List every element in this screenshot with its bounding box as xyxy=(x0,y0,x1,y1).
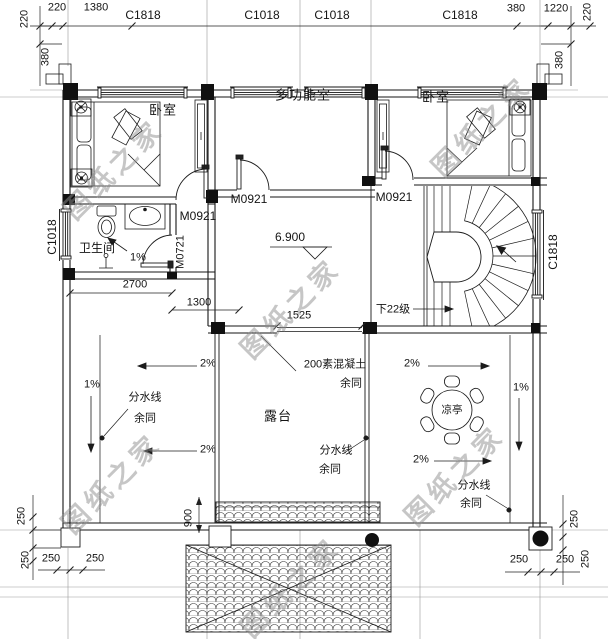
level-label-6900: 6.900 xyxy=(274,230,306,244)
slope-1pct-bathroom: 1% xyxy=(130,251,146,264)
room-label-pavilion: 凉亭 xyxy=(441,403,463,416)
slope-2pct-right-top: 2% xyxy=(404,357,420,370)
slope-1pct-left: 1% xyxy=(84,378,100,391)
dim-250-bl-h1: 250 xyxy=(41,552,61,565)
slope-2pct-right-bottom: 2% xyxy=(413,453,429,466)
dim-380-right-v: 380 xyxy=(553,50,566,70)
dim-220-top-left: 220 xyxy=(47,1,67,14)
dimension-lines xyxy=(29,6,596,585)
toilet-icon xyxy=(96,205,117,238)
dim-380-top-right: 380 xyxy=(506,2,526,15)
room-label-bedroom-right: 卧室 xyxy=(421,89,451,105)
leader-lines xyxy=(99,335,512,513)
floor-drain-icon xyxy=(99,253,113,269)
room-label-terrace: 露台 xyxy=(263,408,293,424)
room-label-bathroom: 卫生间 xyxy=(78,241,116,255)
bed-right xyxy=(376,98,532,177)
note-waterline-mid: 分水线 xyxy=(319,444,353,457)
bathroom-fixtures xyxy=(96,203,166,269)
door-bedroom-left xyxy=(175,164,210,201)
window-label-c1018-left: C1018 xyxy=(45,219,59,255)
note-ditto-mid: 余同 xyxy=(319,463,341,476)
slope-2pct-left-bottom: 2% xyxy=(200,443,216,456)
window-label-c1818-a: C1818 xyxy=(125,8,161,22)
note-waterline-right: 分水线 xyxy=(457,479,491,492)
door-label-m0721: M0721 xyxy=(174,235,187,269)
window-label-c1018-b: C1018 xyxy=(314,8,350,22)
note-stair-down22: 下22级 xyxy=(375,303,411,316)
dim-250-bl-v1: 250 xyxy=(15,506,28,526)
dim-250-bl-h2: 250 xyxy=(85,552,105,565)
slope-1pct-right: 1% xyxy=(513,381,529,394)
dim-2700: 2700 xyxy=(122,278,148,291)
dim-900: 900 xyxy=(182,508,195,528)
corner-stubs xyxy=(45,63,563,85)
door-label-m0921-3: M0921 xyxy=(375,190,413,204)
door-label-m0921-1: M0921 xyxy=(179,209,217,223)
door-label-m0921-2: M0921 xyxy=(230,192,268,206)
doors xyxy=(140,145,414,269)
note-concrete-ditto: 余同 xyxy=(340,377,362,390)
dim-380-left-v: 380 xyxy=(39,47,52,67)
slope-arrows xyxy=(87,305,523,465)
dim-250-bl-v2: 250 xyxy=(19,550,32,570)
note-concrete: 200素混凝土 xyxy=(303,358,367,371)
slope-2pct-left-top: 2% xyxy=(200,357,216,370)
dim-1380: 1380 xyxy=(83,1,109,14)
windows xyxy=(59,86,544,300)
sink-icon xyxy=(124,203,166,230)
exterior-stairs-hatch xyxy=(60,501,553,633)
dim-250-br-v1: 250 xyxy=(568,509,581,529)
door-multiroom xyxy=(235,154,270,191)
room-label-multiroom: 多功能室 xyxy=(274,87,332,103)
door-bedroom-right xyxy=(380,145,414,181)
dim-1525: 1525 xyxy=(286,309,312,322)
door-bathroom xyxy=(140,234,174,269)
dim-250-br-h1: 250 xyxy=(509,553,529,566)
note-waterline-left: 分水线 xyxy=(128,391,162,404)
window-label-c1818-b: C1818 xyxy=(442,8,478,22)
pavilion-table xyxy=(420,375,484,445)
window-label-c1818-right: C1818 xyxy=(546,234,560,270)
dim-250-br-v2: 250 xyxy=(579,549,592,569)
spiral-staircase xyxy=(423,186,537,326)
columns xyxy=(63,83,547,334)
bed-left xyxy=(70,98,208,188)
dim-220-right-v: 220 xyxy=(581,2,594,22)
window-label-c1018-a: C1018 xyxy=(244,8,280,22)
terrace-partitions xyxy=(99,185,511,523)
note-ditto-right: 余同 xyxy=(460,497,482,510)
dim-1300: 1300 xyxy=(186,296,212,309)
note-ditto-left: 余同 xyxy=(134,412,156,425)
room-label-bedroom-left: 卧室 xyxy=(148,102,178,118)
dim-220-left-v: 220 xyxy=(18,9,31,29)
dim-1220: 1220 xyxy=(543,2,569,15)
level-marker xyxy=(270,246,332,260)
dim-250-br-h2: 250 xyxy=(555,553,575,566)
